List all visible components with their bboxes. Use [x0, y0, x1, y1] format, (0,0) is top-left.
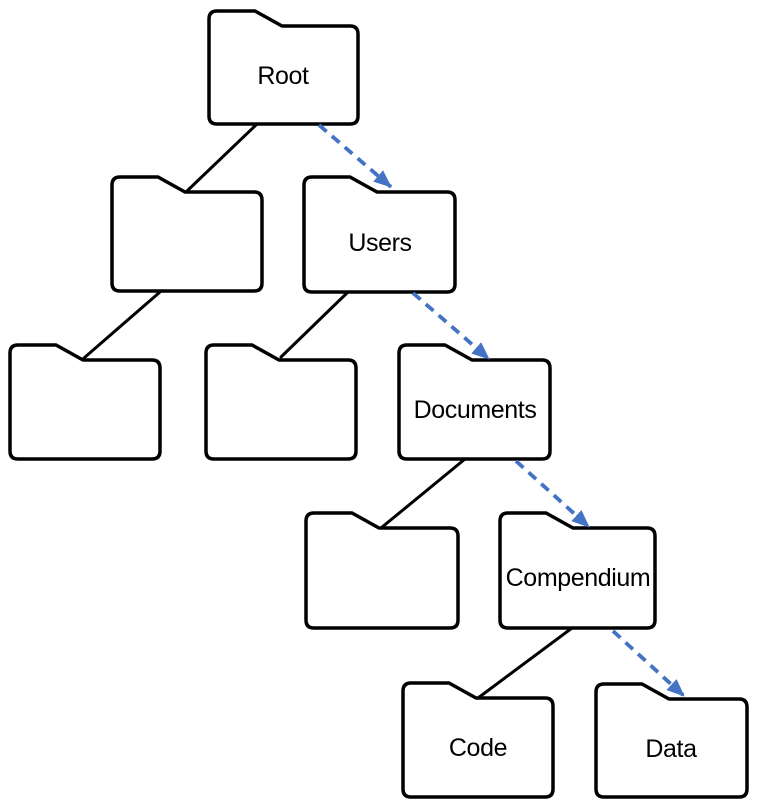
folder-icon — [302, 175, 457, 294]
folder-node-code: Code — [401, 681, 555, 799]
folder-label: Compendium — [506, 564, 651, 592]
edge-root-to-unlabeled — [185, 123, 258, 193]
folder-label: Code — [449, 734, 507, 762]
folder-icon — [8, 343, 162, 461]
folder-icon — [594, 682, 749, 799]
folder-node-data: Data — [594, 682, 749, 799]
edge-documents-to-unlabeled — [379, 457, 467, 530]
folder-icon — [397, 343, 552, 461]
edge-compendium-to-code — [476, 626, 574, 700]
folder-node-unlabeled-level3-left — [8, 343, 162, 461]
folder-icon — [110, 175, 264, 293]
tree-edges — [82, 123, 574, 700]
folder-icon — [498, 511, 657, 630]
folder-node-unlabeled-level3-mid — [204, 343, 358, 461]
folder-label: Documents — [414, 396, 537, 424]
folder-node-root: Root — [207, 9, 360, 126]
folder-label: Users — [348, 229, 411, 257]
folder-label: Data — [645, 735, 697, 763]
folder-label: Root — [257, 62, 309, 90]
folder-icon — [207, 9, 360, 126]
folder-node-compendium: Compendium — [498, 511, 657, 630]
folder-node-documents: Documents — [397, 343, 552, 461]
folder-node-unlabeled-level4 — [304, 511, 460, 630]
folder-node-users: Users — [302, 175, 457, 294]
folder-icon — [304, 511, 460, 630]
edge-unlabeled-to-unlabeled — [82, 290, 162, 360]
folder-icon — [401, 681, 555, 799]
folder-node-unlabeled-level2 — [110, 175, 264, 293]
folder-icon — [204, 343, 358, 461]
edge-users-to-unlabeled — [279, 290, 350, 359]
